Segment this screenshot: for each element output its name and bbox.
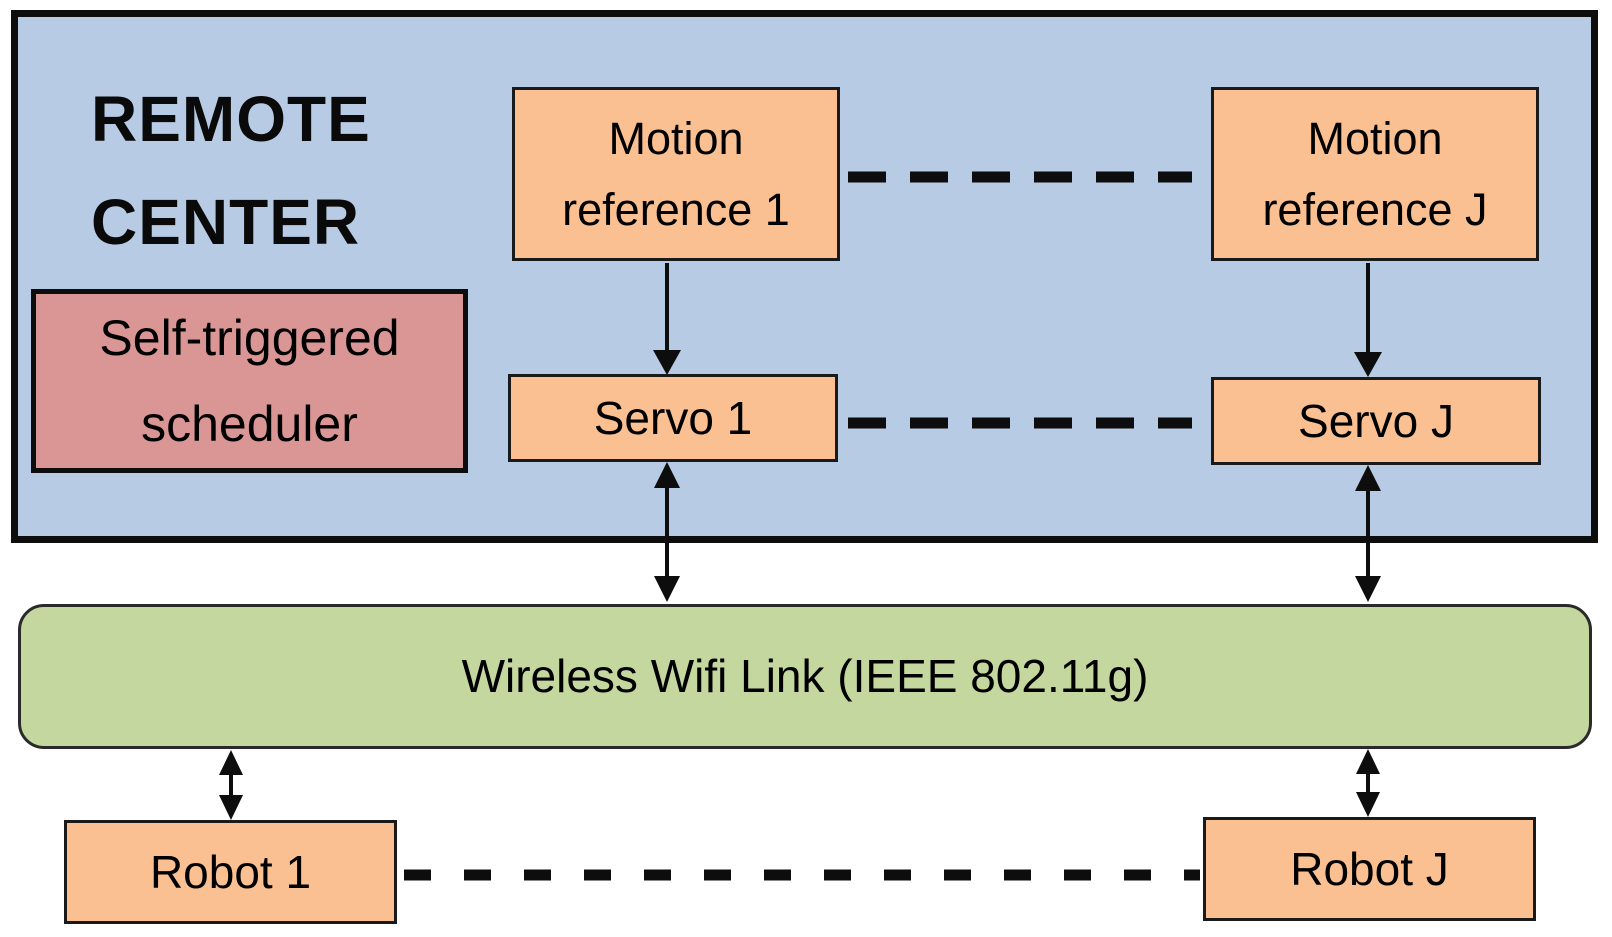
motion-reference-j-box: Motion reference J [1211,87,1539,261]
robot-1-box: Robot 1 [64,820,397,924]
wifi-link-label: Wireless Wifi Link (IEEE 802.11g) [461,650,1149,702]
remote-center-title: REMOTE CENTER [91,68,371,274]
scheduler-label-line2: scheduler [141,396,358,452]
motion-reference-1-label-line2: reference 1 [562,184,790,235]
double-arrow-wifi-robot1 [219,750,243,820]
motion-reference-j-label-line1: Motion [1307,113,1443,164]
double-arrow-wifi-robotj [1356,749,1380,817]
motion-reference-j-label-line2: reference J [1262,184,1488,235]
scheduler-label-line1: Self-triggered [99,310,400,366]
robot-1-label: Robot 1 [149,845,312,898]
scheduler-box: Self-triggered scheduler [31,289,468,473]
robot-j-box: Robot J [1203,817,1536,921]
servo-j-box: Servo J [1211,377,1541,465]
servo-j-label: Servo J [1298,394,1454,447]
remote-center-title-line1: REMOTE [91,83,371,155]
servo-1-label: Servo 1 [593,391,753,444]
wifi-link-box: Wireless Wifi Link (IEEE 802.11g) [18,604,1592,749]
motion-reference-1-label-line1: Motion [608,113,744,164]
robot-j-label: Robot J [1290,842,1449,895]
remote-center-box: REMOTE CENTER Self-triggered scheduler M… [11,10,1598,543]
servo-1-box: Servo 1 [508,374,838,462]
motion-reference-1-box: Motion reference 1 [512,87,840,261]
remote-center-title-line2: CENTER [91,186,361,258]
